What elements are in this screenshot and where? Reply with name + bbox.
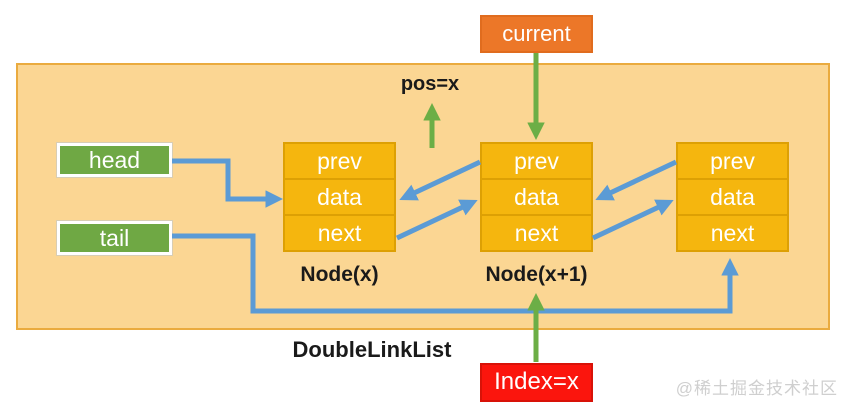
node-x: prev data next Node(x): [283, 142, 396, 286]
node-x-next-cell: next: [283, 214, 396, 252]
diagram-caption: DoubleLinkList: [292, 337, 452, 362]
node-x-plus-1-prev-cell: prev: [480, 142, 593, 180]
node-x-label: Node(x): [300, 263, 379, 286]
watermark-text: @稀土掘金技术社区: [675, 379, 838, 398]
index-annotation-box: Index=x: [480, 363, 593, 402]
tail-pointer-box: tail: [57, 221, 172, 255]
node-last-next-cell: next: [676, 214, 789, 252]
pos-annotation-label: pos=x: [400, 73, 460, 95]
current-annotation-box: current: [480, 15, 593, 53]
node-x-plus-1-label: Node(x+1): [485, 263, 588, 286]
node-x-prev-cell: prev: [283, 142, 396, 180]
node-last: prev data next: [676, 142, 789, 252]
node-x-plus-1-next-cell: next: [480, 214, 593, 252]
node-last-data-cell: data: [676, 178, 789, 216]
node-last-prev-cell: prev: [676, 142, 789, 180]
head-pointer-box: head: [57, 143, 172, 177]
node-x-plus-1: prev data next Node(x+1): [480, 142, 593, 286]
node-x-plus-1-data-cell: data: [480, 178, 593, 216]
node-x-data-cell: data: [283, 178, 396, 216]
